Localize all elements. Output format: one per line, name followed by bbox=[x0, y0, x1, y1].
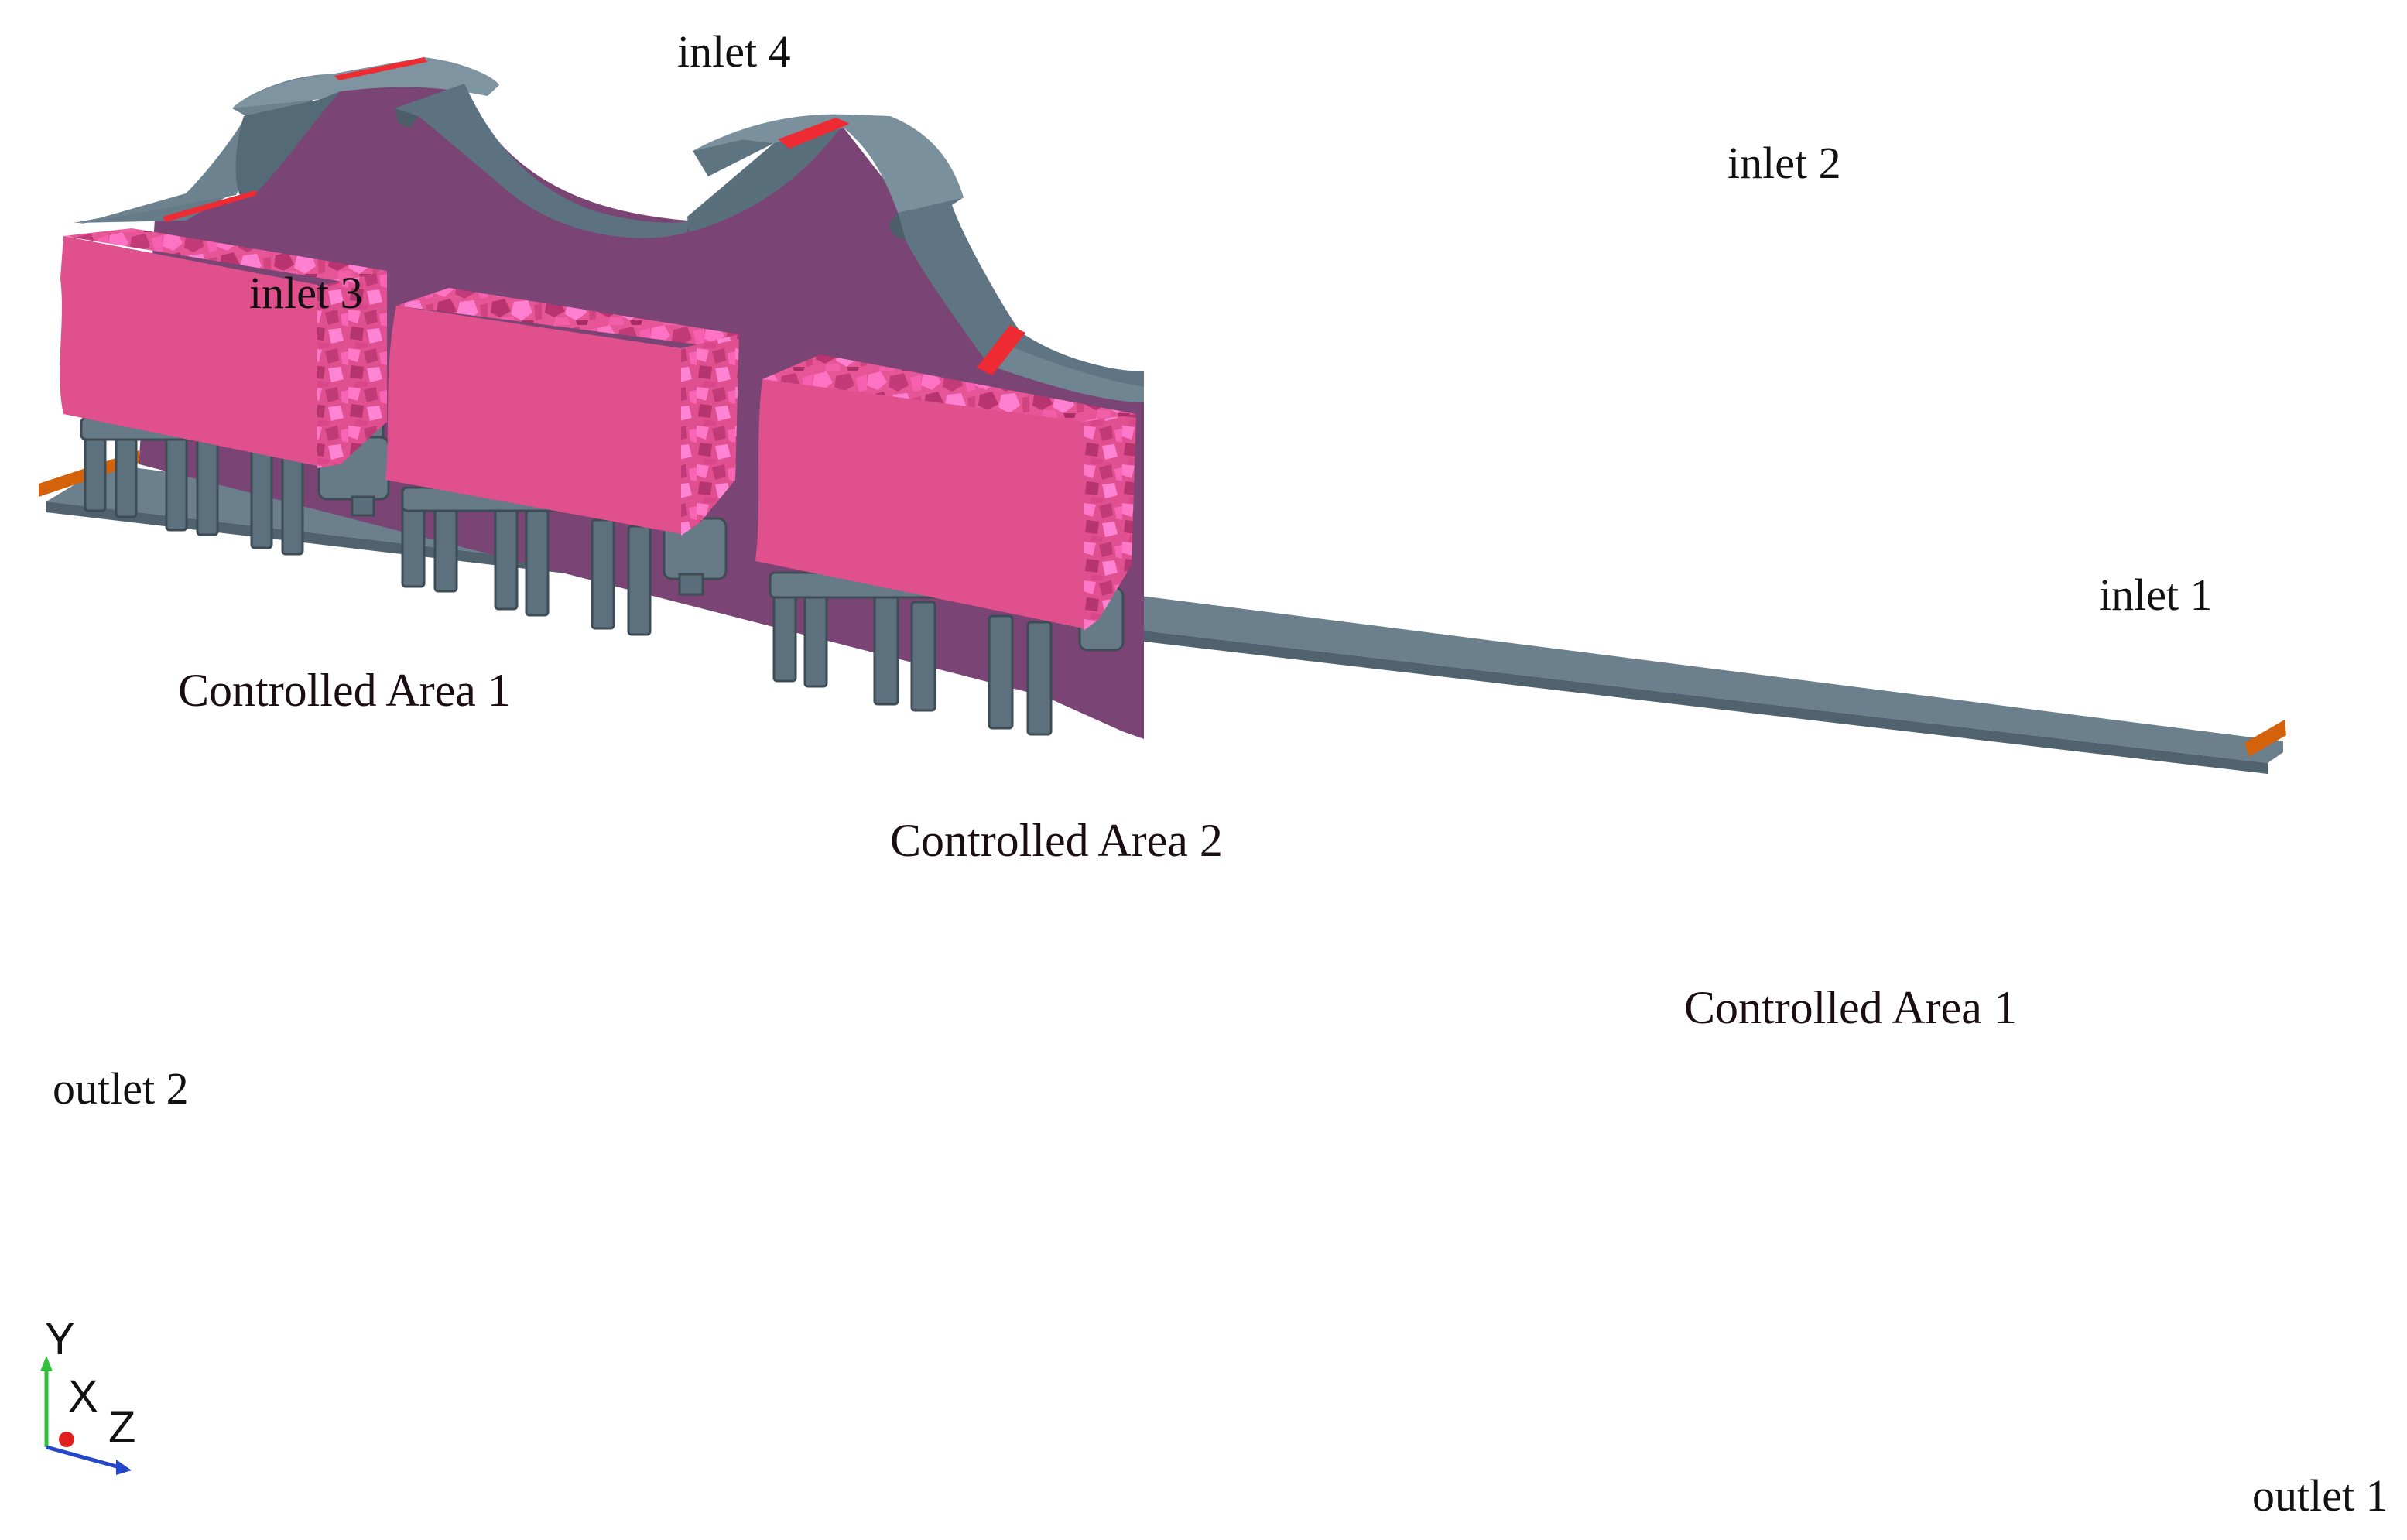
axis-triad bbox=[40, 1356, 132, 1475]
axis-x-label: X bbox=[68, 1371, 98, 1422]
axis-y-label: Y bbox=[45, 1314, 75, 1364]
controlled-area-middle-label: Controlled Area 2 bbox=[890, 815, 1223, 866]
axis-z-label: Z bbox=[108, 1402, 136, 1453]
inlet-3-label: inlet 3 bbox=[249, 268, 363, 318]
outlet-2-label: outlet 2 bbox=[53, 1063, 189, 1114]
inlet-4-label: inlet 4 bbox=[677, 26, 791, 77]
hood-wall bbox=[74, 57, 1144, 402]
controlled-area-left-label: Controlled Area 1 bbox=[178, 665, 511, 716]
controlled-area-block-left bbox=[60, 228, 387, 468]
inlet-4-stripe bbox=[334, 57, 427, 80]
controlled-area-block-middle bbox=[385, 288, 739, 536]
inlet-1-stripe bbox=[977, 325, 1025, 375]
inlet-2-label: inlet 2 bbox=[1727, 138, 1841, 188]
controlled-area-block-right bbox=[755, 354, 1136, 631]
controlled-area-right-label: Controlled Area 1 bbox=[1684, 982, 2017, 1033]
inlet-1-label: inlet 1 bbox=[2099, 570, 2213, 620]
outlet-1-strip bbox=[2244, 720, 2286, 757]
inlet-3-stripe bbox=[163, 190, 257, 222]
outlet-1-label: outlet 1 bbox=[2252, 1470, 2388, 1521]
inlet-2-stripe bbox=[778, 118, 850, 149]
axis-x-dot bbox=[59, 1432, 74, 1447]
